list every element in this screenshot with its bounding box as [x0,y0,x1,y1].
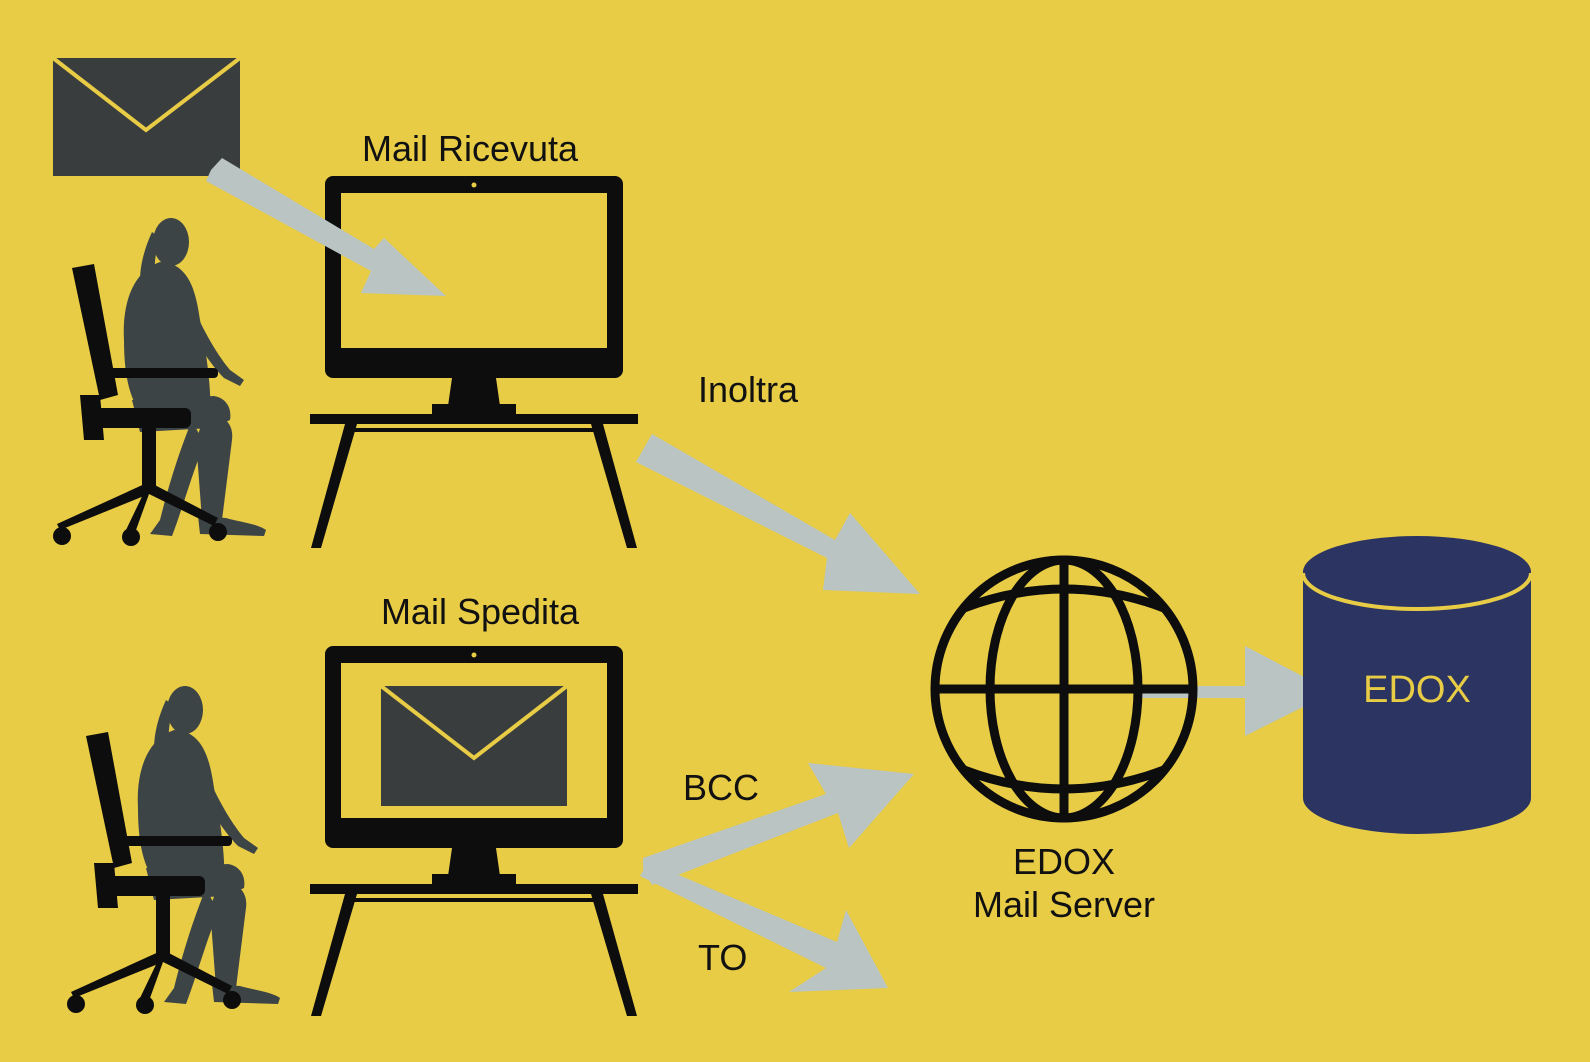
label-forward: Inoltra [698,369,799,410]
arrow-to [640,862,888,992]
label-bcc: BCC [683,767,759,808]
arrow-received-mail [206,158,446,296]
arrow-bcc [643,763,914,885]
workstation-top [53,176,638,548]
arrow-forward [636,434,920,594]
monitor-top [325,176,623,416]
desk-top [310,414,638,548]
incoming-mail-envelope-icon [51,56,242,176]
label-server-line2: Mail Server [973,884,1155,925]
globe-icon [930,555,1198,823]
arrow-server-to-database [1138,646,1333,736]
label-mail-received: Mail Ricevuta [362,128,579,169]
desk-bottom [310,884,638,1016]
office-chair-top [53,264,227,546]
label-to: TO [698,937,747,978]
office-chair-bottom [67,732,241,1014]
database-label: EDOX [1363,669,1471,711]
label-mail-sent: Mail Spedita [381,591,580,632]
label-server-line1: EDOX [1013,841,1115,882]
screen-mail-envelope-icon [379,684,569,806]
database-icon: EDOX [1301,536,1533,834]
